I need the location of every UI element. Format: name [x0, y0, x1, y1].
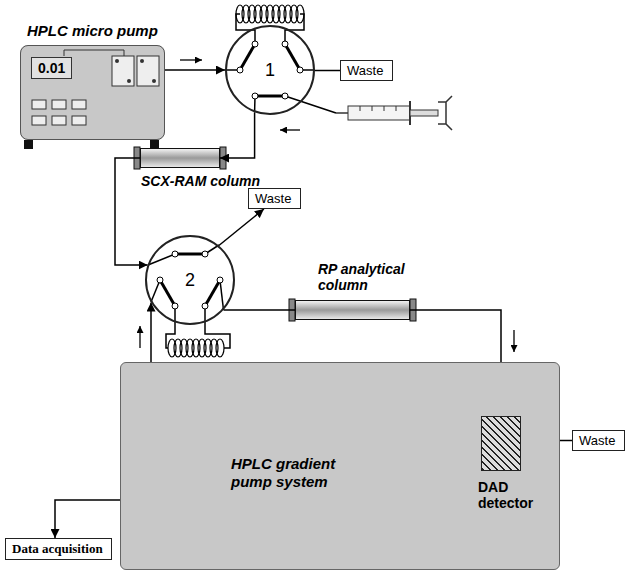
pump-head	[137, 56, 159, 86]
pump-button	[32, 100, 46, 109]
flow-line	[55, 500, 120, 538]
pump-head	[112, 56, 134, 86]
valve-port	[237, 41, 303, 99]
pump-screw	[115, 59, 119, 63]
node-label: Data acquisition	[12, 541, 103, 557]
flow-line	[165, 69, 225, 71]
flow-line	[315, 70, 340, 72]
pump-screw	[140, 59, 144, 63]
node-label: DAD detector	[478, 479, 550, 511]
node-label: HPLC micro pump	[27, 22, 158, 39]
pump-body	[20, 45, 165, 140]
switching-valve: 1	[225, 25, 315, 115]
node-label: RP analytical column	[318, 261, 430, 293]
output-box: Data acquisition	[5, 538, 112, 560]
pump-button	[72, 100, 86, 109]
pump-button	[72, 116, 86, 125]
column-fitting	[134, 147, 416, 321]
pump-unit: HPLC micro pump0.01	[20, 45, 165, 140]
node-label: Waste	[347, 63, 383, 78]
syringe	[336, 96, 452, 130]
node-label: HPLC gradient pump system	[231, 455, 371, 491]
valve-internals	[148, 245, 230, 348]
node-value: 0.01	[31, 57, 72, 79]
flow-arrow	[139, 326, 140, 348]
pump-bracket	[64, 50, 124, 56]
node-label: Waste	[255, 191, 291, 206]
gradient-pump-system: HPLC gradient pump systemDAD detector	[120, 362, 560, 570]
pump-screw	[152, 79, 156, 83]
flow-arrow	[513, 330, 514, 352]
pump-screw	[127, 79, 131, 83]
waste-box: Waste	[340, 60, 393, 81]
flow-line	[224, 309, 296, 311]
analytical-column: RP analytical column	[295, 300, 410, 320]
flow-line	[219, 209, 264, 246]
flow-arrow	[280, 129, 300, 130]
valve-internals	[225, 14, 336, 113]
flow-arrow	[180, 59, 202, 60]
valve-port	[157, 251, 223, 309]
extraction-column: SCX-RAM column	[140, 148, 220, 168]
waste-box: Waste	[572, 430, 625, 451]
pump-button	[52, 116, 66, 125]
transfer-loop	[168, 339, 224, 357]
pump-foot	[24, 140, 33, 149]
detector-cell: DAD detector	[481, 416, 521, 471]
sample-loop	[236, 5, 304, 23]
pump-button	[32, 116, 46, 125]
node-label: 1	[265, 60, 275, 81]
waste-box: Waste	[248, 188, 301, 209]
switching-valve: 2	[145, 235, 235, 325]
flow-line	[150, 303, 152, 363]
node-label: Waste	[579, 433, 615, 448]
node-label: SCX-RAM column	[141, 173, 260, 189]
flow-line	[220, 112, 255, 158]
pump-button	[52, 100, 66, 109]
node-label: 2	[185, 270, 195, 291]
